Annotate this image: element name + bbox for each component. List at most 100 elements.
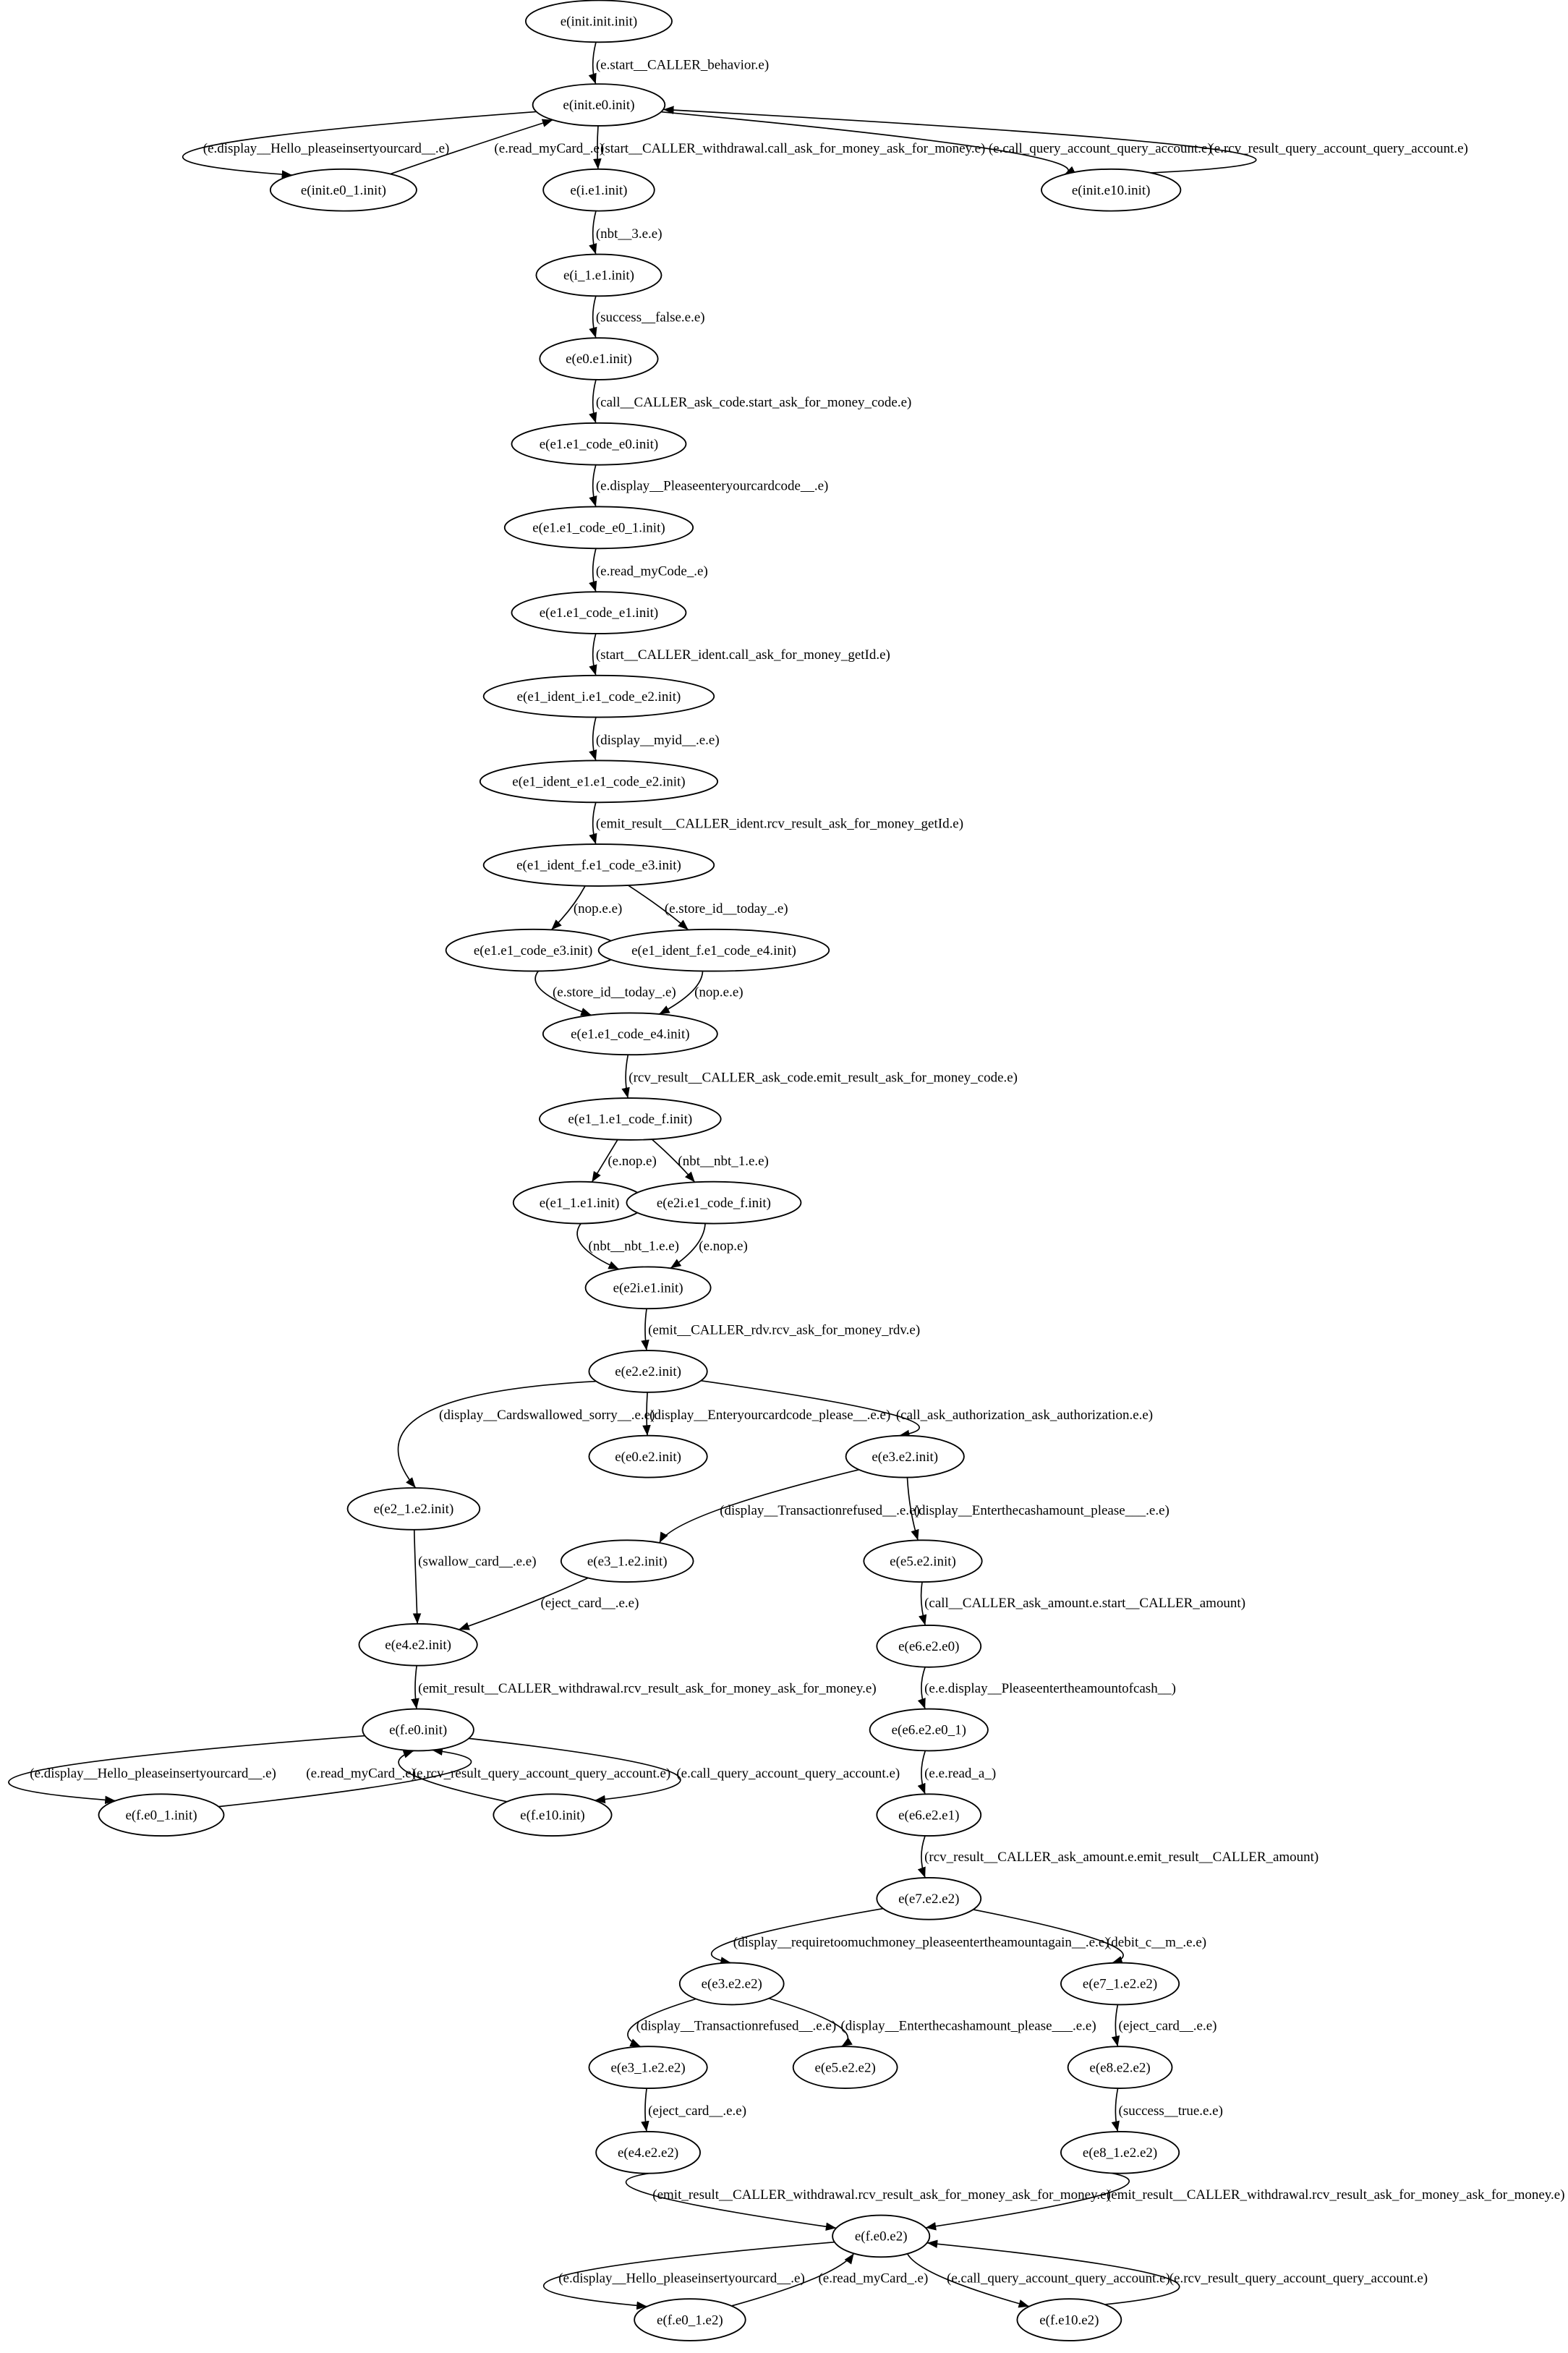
edge-arrow: [543, 2241, 835, 2310]
state-node: e(e8_1.e2.e2): [1060, 2130, 1180, 2174]
node-label: e(e3_1.e2.e2): [610, 2060, 685, 2075]
edge-label: (e.display__Pleaseenteryourcardcode__.e): [596, 479, 829, 494]
edge-label: (e.call_query_account_query_account.e): [947, 2271, 1170, 2286]
edge-label: (emit_result__CALLER_withdrawal.rcv_resu…: [1107, 2187, 1565, 2203]
nodes-layer: e(init.init.init)e(init.e0.init)e(init.e…: [98, 0, 1182, 2341]
state-node: e(f.e10.e2): [1016, 2298, 1122, 2341]
state-node: e(f.e0.e2): [832, 2214, 931, 2258]
edge-arrow: [591, 1139, 618, 1183]
edge-arrow: [469, 1737, 681, 1804]
edge-arrow: [398, 1750, 508, 1803]
state-node: e(e2i.e1.init): [584, 1266, 712, 1310]
edge-arrow: [550, 885, 586, 931]
state-node: e(e6.e2.e0): [876, 1625, 982, 1668]
edge-arrow: [621, 1055, 630, 1099]
node-ellipse: [1067, 2046, 1173, 2089]
node-ellipse: [525, 0, 673, 43]
edge-label: (display__Enterthecashamount_please___.e…: [840, 2019, 1096, 2034]
state-node: e(e1_ident_i.e1_code_e2.init): [482, 674, 715, 718]
state-node: e(e1.e1_code_e0.init): [511, 422, 687, 466]
state-node: e(e7_1.e2.e2): [1060, 1962, 1180, 2006]
node-label: e(e3.e2.init): [872, 1450, 938, 1465]
edge-label: (e.read_myCard_.e): [306, 1766, 416, 1782]
edge-label: (e.e.read_a_): [924, 1766, 996, 1782]
state-node: e(e1_ident_f.e1_code_e3.init): [482, 843, 715, 887]
state-node: e(f.e10.init): [493, 1793, 613, 1837]
node-ellipse: [503, 506, 694, 550]
edge-label: (display__Transactionrefused__.e.e): [720, 1503, 920, 1518]
node-ellipse: [539, 337, 659, 380]
edge-arrow: [589, 802, 597, 845]
edge-label: (e.e.display__Pleaseentertheamountofcash…: [924, 1681, 1176, 1696]
node-label: e(e2_1.e2.init): [374, 1502, 454, 1517]
edge-arrow: [593, 125, 602, 169]
edge-arrow: [589, 633, 597, 676]
edge-arrow: [973, 1909, 1124, 1965]
node-label: e(e8_1.e2.e2): [1083, 2145, 1157, 2161]
edge-label: (e.rcv_result_query_account_query_accoun…: [1169, 2271, 1428, 2286]
edge-arrow: [589, 464, 597, 507]
edge-arrow: [917, 1667, 926, 1709]
edge-arrow: [659, 1468, 859, 1544]
node-label: e(init.e10.init): [1072, 183, 1151, 198]
node-ellipse: [876, 1625, 982, 1668]
edges-layer: (e.start__CALLER_behavior.e)(e.display__…: [8, 42, 1565, 2310]
edge-arrow: [627, 1998, 696, 2048]
edge-arrow: [641, 1309, 649, 1351]
edge-label: (e.rcv_result_query_account_query_accoun…: [412, 1766, 670, 1782]
edge-arrow: [625, 2172, 837, 2231]
edge-label: (nbt__3.e.e): [596, 226, 662, 242]
edge-label: (nbt__nbt_1.e.e): [678, 1154, 768, 1169]
node-label: e(e0.e2.init): [615, 1450, 681, 1465]
node-ellipse: [482, 674, 715, 718]
edge-arrow: [182, 111, 537, 179]
node-label: e(e2i.e1_code_f.init): [657, 1196, 771, 1211]
edge-label: (e.rcv_result_query_account_query_accoun…: [1209, 141, 1467, 156]
edge-label: (e.nop.e): [699, 1239, 747, 1254]
state-node: e(e2_1.e2.init): [346, 1487, 481, 1531]
state-node: e(e3.e2.init): [845, 1434, 965, 1478]
edge-label: (call_ask_authorization_ask_authorizatio…: [896, 1408, 1153, 1423]
edge-label: (display__Enterthecashamount_please___.e…: [914, 1503, 1169, 1518]
node-ellipse: [597, 928, 830, 972]
node-ellipse: [362, 1708, 474, 1752]
node-ellipse: [358, 1622, 478, 1667]
state-node: e(e0.e2.init): [588, 1434, 708, 1478]
node-ellipse: [542, 168, 655, 212]
node-label: e(e4.e2.init): [385, 1638, 451, 1653]
state-node: e(f.e0_1.e2): [634, 2298, 746, 2341]
node-ellipse: [269, 168, 417, 212]
node-ellipse: [542, 1012, 718, 1056]
edge-arrow: [1111, 2088, 1120, 2132]
edge-arrow: [628, 885, 689, 931]
edge-label: (start__CALLER_withdrawal.call_ask_for_m…: [600, 141, 985, 156]
state-node: e(e1.e1_code_e3.init): [445, 928, 621, 972]
node-ellipse: [479, 759, 719, 804]
node-label: e(e6.e2.e1): [898, 1808, 959, 1823]
node-label: e(e0.e1.init): [566, 352, 632, 367]
edge-label: (display__Transactionrefused__.e.e): [636, 2019, 837, 2034]
edge-arrow: [925, 2172, 1130, 2231]
state-node: e(e1_1.e1.init): [512, 1180, 647, 1225]
node-ellipse: [535, 253, 662, 297]
edge-label: (e.read_myCard_.e): [818, 2271, 928, 2286]
state-node: e(init.init.init): [525, 0, 673, 43]
edge-arrow: [906, 1477, 919, 1541]
node-label: e(init.e0_1.init): [301, 183, 386, 198]
edge-label: (call__CALLER_ask_code.start_ask_for_mon…: [596, 395, 912, 410]
edge-label: (e.display__Hello_pleaseinsertyourcard__…: [203, 141, 450, 156]
edge-label: (eject_card__.e.e): [648, 2103, 746, 2119]
edge-arrow: [670, 1223, 706, 1269]
edge-label: (e.nop.e): [608, 1154, 656, 1169]
node-label: e(e1.e1_code_e4.init): [571, 1027, 689, 1042]
edge-label: (emit_result__CALLER_ident.rcv_result_as…: [596, 816, 963, 831]
node-label: e(e7.e2.e2): [898, 1892, 959, 1907]
node-ellipse: [845, 1434, 965, 1478]
edge-label: (debit_c__m_.e.e): [1107, 1935, 1206, 1950]
node-label: e(e1.e1_code_e3.init): [474, 943, 592, 958]
state-node: e(f.e0_1.init): [98, 1793, 225, 1837]
node-label: e(e3_1.e2.init): [587, 1554, 668, 1569]
node-ellipse: [1060, 1962, 1180, 2006]
edge-label: (e.display__Hello_pleaseinsertyourcard__…: [558, 2271, 805, 2286]
